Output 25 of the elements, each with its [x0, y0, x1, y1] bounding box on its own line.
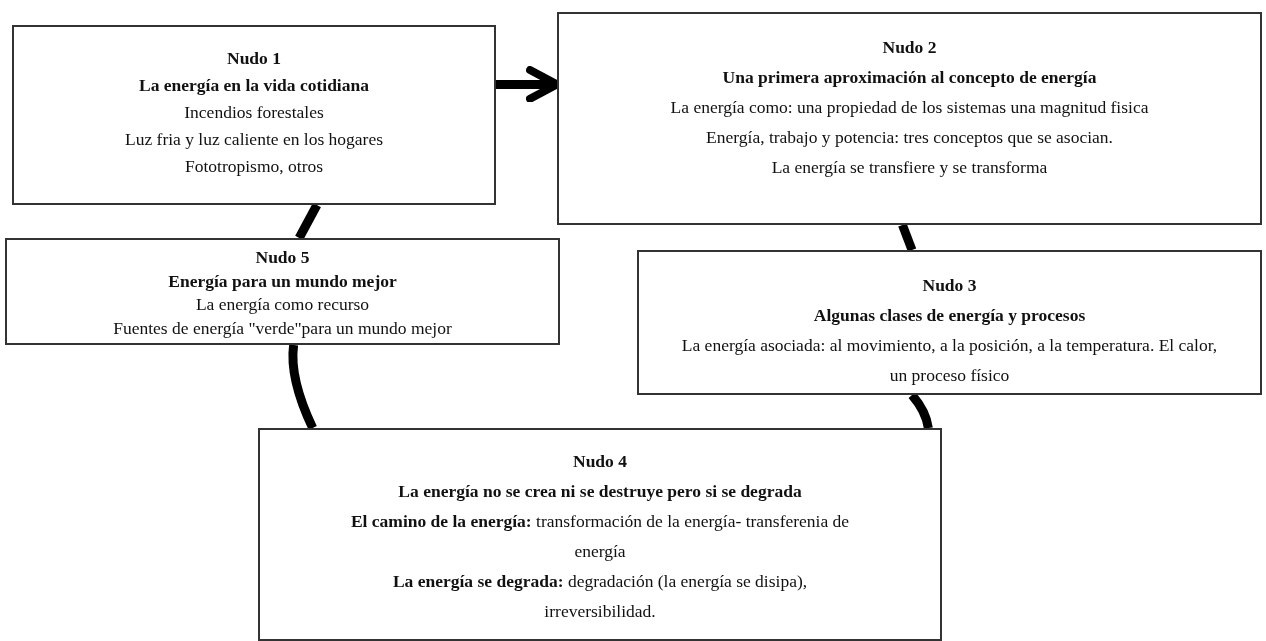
- node-text: La energía se degrada: degradación (la energía se disipa), irreversibilidad.: [391, 570, 809, 623]
- topic-box: [258, 428, 942, 641]
- node-title: Energía para un mundo mejor: [168, 269, 397, 293]
- node-number: Nudo 2: [882, 36, 937, 59]
- node-title: Una primera aproximación al concepto de energía: [722, 66, 1097, 89]
- node-number: Nudo 5: [255, 246, 310, 269]
- node-title: La energía no se crea ni se destruye pero si se degrada: [398, 480, 802, 503]
- node-text: La energía asociada: al movimiento, a la posición, a la temperatura. El calor, un proceso físico: [680, 334, 1219, 387]
- node-number: Nudo 1: [227, 47, 281, 70]
- topic-box: [5, 238, 560, 345]
- topic-box: [12, 25, 496, 205]
- node-number: Nudo 4: [573, 450, 627, 473]
- node-text: La energía se transfiere y se transforma: [771, 156, 1048, 179]
- node-text: Luz fria y luz caliente en los hogares: [125, 128, 383, 151]
- node-text: Energía, trabajo y potencia: tres conceptos que se asocian.: [706, 126, 1113, 149]
- node-text: Fuentes de energía "verde"para un mundo mejor: [113, 316, 452, 340]
- node-number: Nudo 3: [922, 274, 977, 297]
- node-text: La energía como: una propiedad de los sistemas una magnitud fisica: [670, 96, 1149, 119]
- node-text: La energía como recurso: [195, 293, 370, 316]
- node-text: Incendios forestales: [184, 101, 324, 124]
- topic-box: [557, 12, 1262, 225]
- node-text: Fototropismo, otros: [184, 155, 324, 178]
- node-title: La energía en la vida cotidiana: [139, 74, 369, 97]
- topic-box: [637, 250, 1262, 395]
- node-title: Algunas clases de energía y procesos: [813, 304, 1086, 327]
